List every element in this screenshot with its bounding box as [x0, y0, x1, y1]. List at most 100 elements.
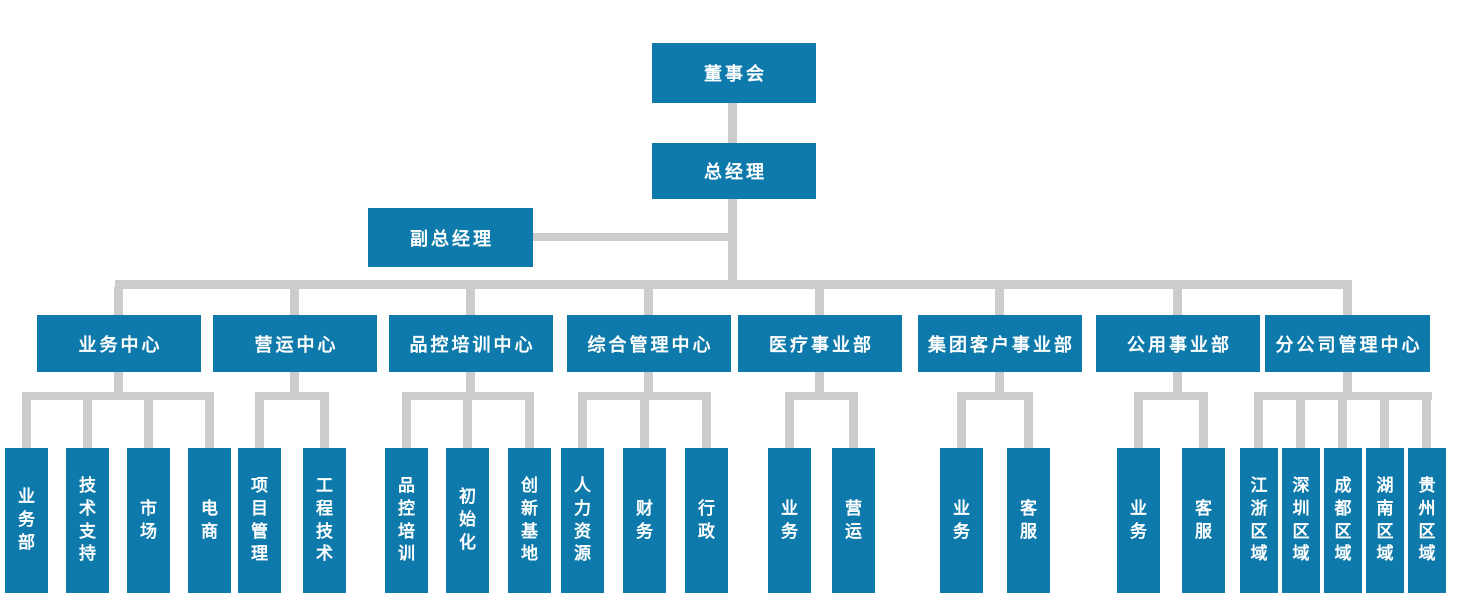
- connector-line: [22, 392, 214, 400]
- leaf-label: 创新基地: [520, 475, 538, 564]
- connector-line: [728, 199, 737, 289]
- connector-line: [1254, 398, 1263, 448]
- connector-line: [402, 392, 534, 400]
- connector-line: [463, 398, 472, 448]
- leaf-label: 营运: [844, 498, 862, 541]
- connector-line: [995, 287, 1004, 315]
- leaf-node: 市场: [127, 448, 170, 593]
- dept-business-center: 业务中心: [37, 315, 201, 372]
- connector-line: [578, 392, 711, 400]
- connector-line: [1199, 398, 1208, 448]
- dept-quality-training-center: 品控培训中心: [389, 315, 553, 372]
- connector-line: [83, 398, 92, 448]
- connector-line: [530, 233, 735, 241]
- dept-medical-division: 医疗事业部: [738, 315, 902, 372]
- dept-group-customer-division: 集团客户事业部: [918, 315, 1082, 372]
- connector-line: [22, 398, 31, 448]
- connector-line: [640, 398, 649, 448]
- connector-line: [115, 280, 1352, 289]
- leaf-node: 财务: [623, 448, 666, 593]
- leaf-node: 贵州区域: [1408, 448, 1446, 593]
- leaf-node: 客服: [1182, 448, 1225, 593]
- leaf-label: 项目管理: [250, 475, 268, 564]
- connector-line: [578, 398, 587, 448]
- connector-line: [205, 398, 214, 448]
- connector-line: [785, 398, 794, 448]
- leaf-node: 业务部: [5, 448, 48, 593]
- leaf-label: 工程技术: [315, 475, 333, 564]
- leaf-node: 业务: [768, 448, 811, 593]
- connector-line: [728, 103, 737, 144]
- connector-line: [1380, 398, 1389, 448]
- leaf-node: 电商: [188, 448, 231, 593]
- connector-line: [402, 398, 411, 448]
- leaf-node: 深圳区域: [1282, 448, 1320, 593]
- leaf-label: 江浙区域: [1250, 475, 1268, 564]
- leaf-label: 市场: [139, 498, 157, 541]
- leaf-label: 品控培训: [397, 475, 415, 564]
- connector-line: [114, 287, 123, 315]
- connector-line: [114, 372, 123, 394]
- dept-operations-center: 营运中心: [213, 315, 377, 372]
- connector-line: [1173, 287, 1182, 315]
- connector-line: [785, 392, 858, 400]
- node-general-manager: 总经理: [652, 143, 816, 199]
- leaf-label: 人力资源: [573, 475, 591, 564]
- leaf-label: 湖南区域: [1376, 475, 1394, 564]
- connector-line: [702, 398, 711, 448]
- connector-line: [320, 398, 329, 448]
- node-board: 董事会: [652, 43, 816, 103]
- connector-line: [815, 287, 824, 315]
- connector-line: [1343, 372, 1352, 394]
- leaf-label: 电商: [200, 498, 218, 541]
- node-deputy-general-manager: 副总经理: [368, 208, 533, 267]
- connector-line: [290, 287, 299, 315]
- leaf-node: 技术支持: [66, 448, 109, 593]
- connector-line: [525, 398, 534, 448]
- dept-public-utility-division: 公用事业部: [1096, 315, 1260, 372]
- connector-line: [644, 287, 653, 315]
- connector-line: [290, 372, 299, 394]
- leaf-label: 成都区域: [1334, 475, 1352, 564]
- connector-line: [1338, 398, 1347, 448]
- leaf-label: 业务部: [17, 487, 35, 552]
- leaf-node: 行政: [685, 448, 728, 593]
- connector-line: [466, 287, 475, 315]
- connector-line: [1422, 398, 1431, 448]
- leaf-node: 江浙区域: [1240, 448, 1278, 593]
- connector-line: [815, 372, 824, 394]
- leaf-label: 业务: [1129, 498, 1147, 541]
- leaf-node: 营运: [832, 448, 875, 593]
- leaf-label: 深圳区域: [1292, 475, 1310, 564]
- connector-line: [1173, 372, 1182, 394]
- connector-line: [255, 392, 329, 400]
- dept-branch-management-center: 分公司管理中心: [1265, 315, 1430, 372]
- connector-line: [1296, 398, 1305, 448]
- leaf-node: 客服: [1007, 448, 1050, 593]
- leaf-label: 技术支持: [78, 475, 96, 564]
- leaf-node: 项目管理: [238, 448, 281, 593]
- leaf-label: 业务: [780, 498, 798, 541]
- dept-general-management-center: 综合管理中心: [567, 315, 731, 372]
- leaf-label: 初始化: [458, 487, 476, 552]
- leaf-label: 财务: [635, 498, 653, 541]
- leaf-label: 客服: [1019, 498, 1037, 541]
- connector-line: [957, 398, 966, 448]
- connector-line: [466, 372, 475, 394]
- connector-line: [1343, 287, 1352, 315]
- connector-line: [1024, 398, 1033, 448]
- leaf-node: 湖南区域: [1366, 448, 1404, 593]
- connector-line: [644, 372, 653, 394]
- leaf-node: 业务: [1117, 448, 1160, 593]
- connector-line: [1134, 398, 1143, 448]
- connector-line: [1254, 392, 1432, 400]
- connector-line: [849, 398, 858, 448]
- connector-line: [957, 392, 1033, 400]
- leaf-label: 行政: [697, 498, 715, 541]
- leaf-node: 人力资源: [561, 448, 604, 593]
- leaf-node: 业务: [940, 448, 983, 593]
- leaf-label: 业务: [952, 498, 970, 541]
- leaf-label: 贵州区域: [1418, 475, 1436, 564]
- leaf-node: 工程技术: [303, 448, 346, 593]
